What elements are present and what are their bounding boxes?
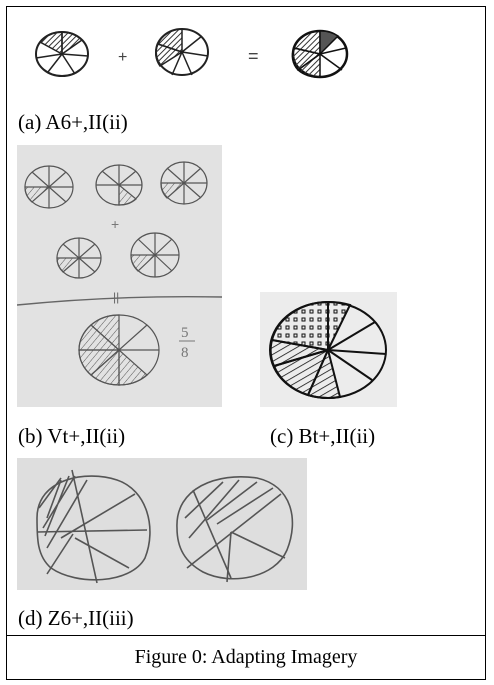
caption-d: (d) Z6+,II(iii) (18, 606, 134, 630)
fraction-numerator: 5 (181, 325, 189, 341)
equals-operator-b: || (113, 290, 119, 304)
result-circle-b (79, 315, 159, 385)
caption-c: (c) Bt+,II(ii) (270, 424, 375, 448)
plus-operator-b: + (111, 216, 119, 232)
fraction-denominator: 8 (181, 345, 189, 361)
panel-c-sketch (260, 292, 397, 407)
eighth-circle-1 (25, 166, 73, 208)
fraction-circle-1 (36, 32, 88, 76)
eighth-circle-5 (131, 233, 179, 277)
eighth-circle-3 (161, 162, 207, 204)
caption-a: (a) A6+,II(ii) (18, 110, 128, 134)
panel-a-sketch: + = (20, 18, 370, 88)
scribbled-circle-1 (37, 470, 150, 583)
fraction-circle-result (292, 31, 347, 77)
eighth-circle-2 (96, 165, 142, 205)
figure-caption: Figure 0: Adapting Imagery (6, 645, 486, 669)
caption-divider (6, 635, 486, 636)
scribbled-circle-2 (177, 477, 292, 582)
plus-operator-a: + (118, 49, 127, 66)
panel-b-sketch: + || 5 8 (17, 145, 222, 407)
fraction-circle-c (270, 302, 386, 398)
panel-d-sketch (17, 458, 307, 590)
fraction-circle-2 (156, 29, 208, 75)
eighth-circle-4 (57, 238, 101, 278)
equals-operator-a: = (248, 46, 259, 66)
caption-b: (b) Vt+,II(ii) (18, 424, 125, 448)
